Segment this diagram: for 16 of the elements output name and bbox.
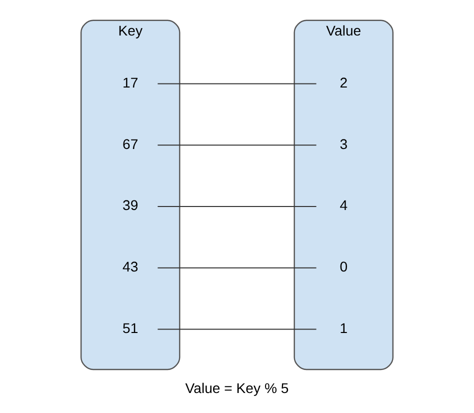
node-text: 43 bbox=[122, 258, 138, 275]
node-text: 4 bbox=[340, 197, 348, 214]
connector bbox=[158, 206, 316, 207]
connector bbox=[158, 144, 316, 146]
node-text: 3 bbox=[340, 136, 348, 152]
node-text: 2 bbox=[340, 74, 348, 90]
node-text: 1 bbox=[340, 320, 348, 336]
connector bbox=[158, 267, 316, 268]
node-text: 51 bbox=[122, 320, 138, 336]
node-text: 0 bbox=[340, 258, 348, 275]
connector bbox=[158, 328, 316, 330]
connector bbox=[158, 83, 316, 84]
node-text: 17 bbox=[122, 74, 138, 90]
caption: Value = Key % 5 bbox=[185, 380, 289, 396]
node-text: 67 bbox=[122, 136, 138, 152]
node-text: 39 bbox=[122, 197, 138, 214]
